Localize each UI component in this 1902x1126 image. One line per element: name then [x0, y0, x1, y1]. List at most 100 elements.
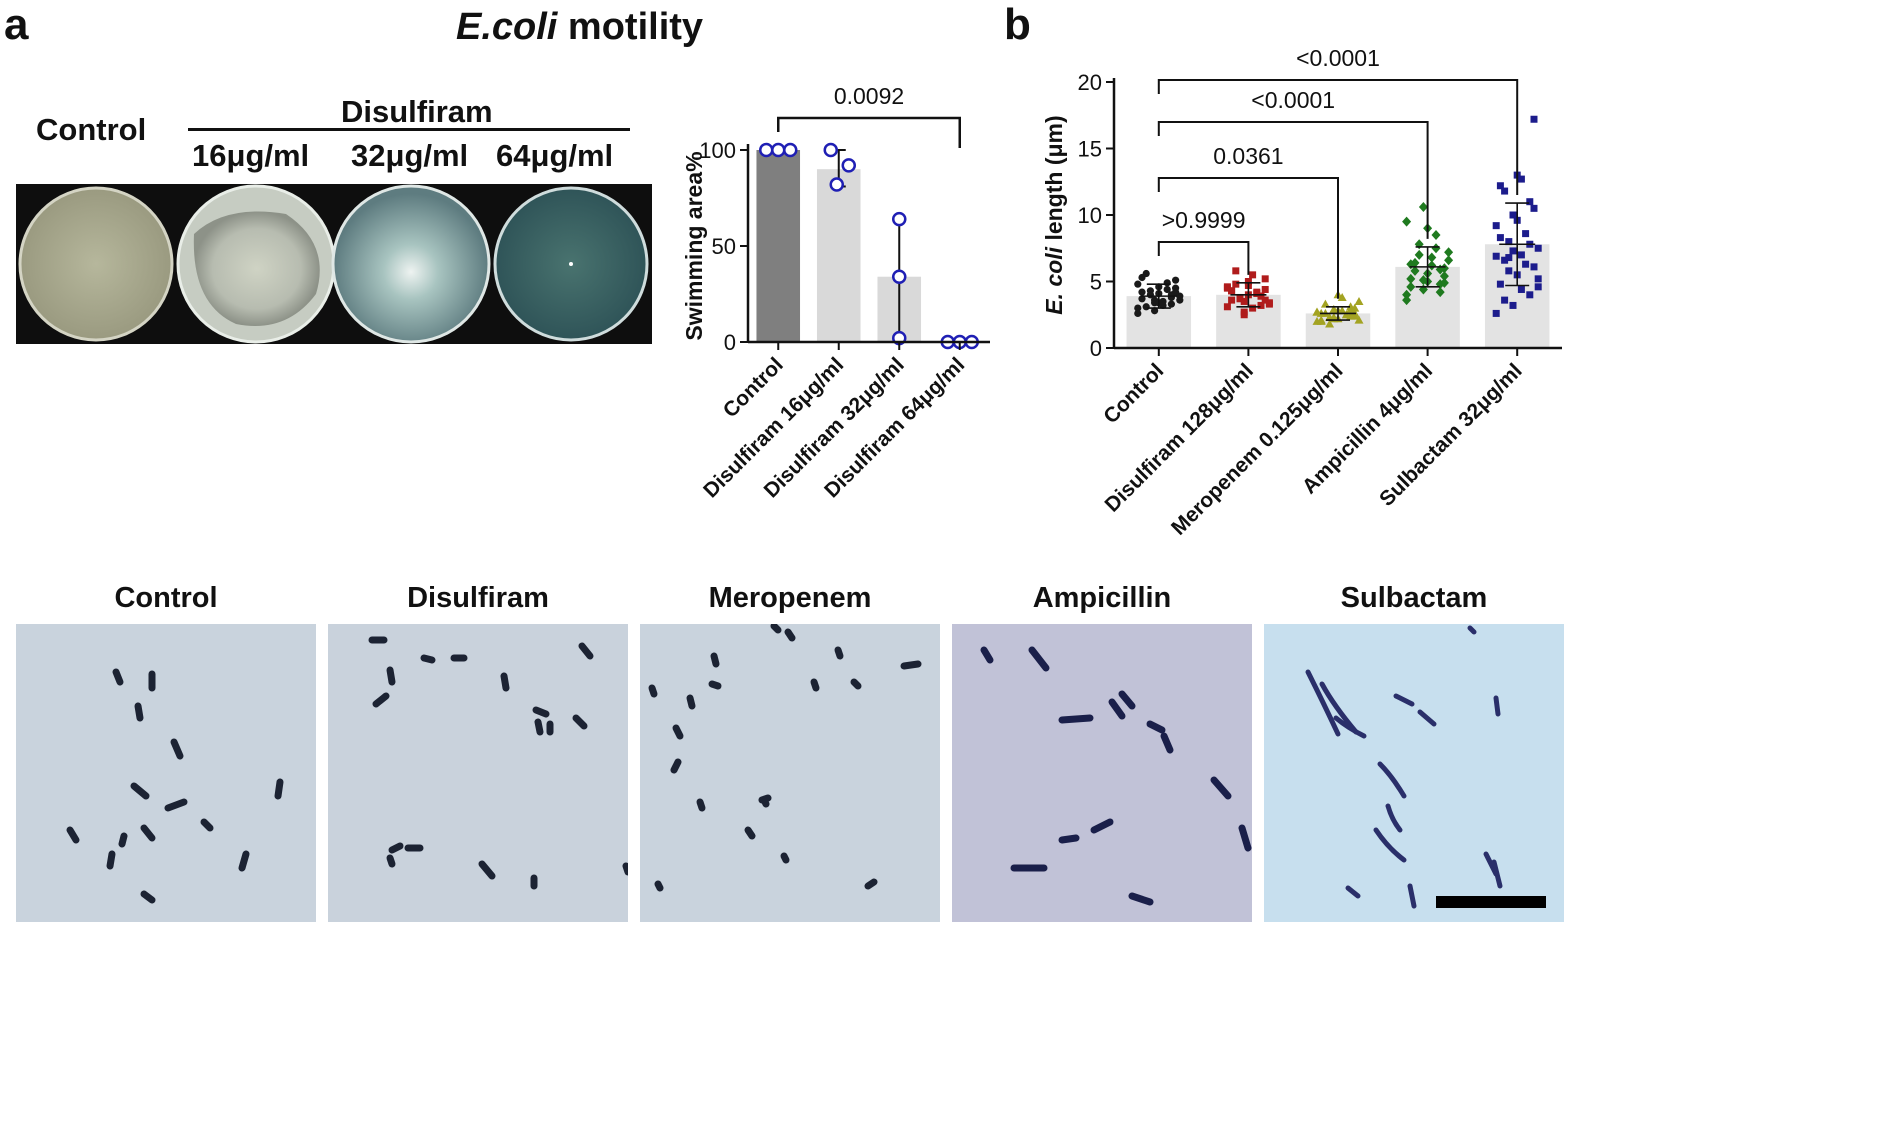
micrograph-ampicillin [952, 624, 1252, 922]
chart-b-point [1402, 289, 1412, 300]
chart-b-point [1509, 211, 1517, 219]
chart-a-point [783, 142, 798, 158]
chart-b-point [1501, 187, 1509, 195]
chart-a-point [892, 211, 907, 227]
chart-a-comparison-bracket [777, 116, 961, 148]
chart-a-point [823, 142, 838, 158]
chart-a-ytick-label: 0 [724, 330, 736, 355]
chart-b-xtick-label: Disulfiram 128μg/ml [1101, 359, 1258, 516]
chart-b-point [1406, 259, 1416, 270]
chart-b-point [1410, 265, 1420, 276]
chart-b-point [1236, 295, 1244, 303]
chart-a-ytick-label: 100 [699, 138, 736, 163]
chart-b-comparison-label: <0.0001 [1296, 45, 1380, 71]
chart-b-point [1325, 319, 1335, 328]
chart-a-point [841, 158, 856, 173]
micrograph-label-ampicillin: Ampicillin [1032, 582, 1172, 614]
micrograph-label-meropenem: Meropenem [708, 582, 872, 614]
chart-b-point [1534, 275, 1542, 283]
chart-b-point [1509, 301, 1517, 309]
chart-b-point [1142, 303, 1150, 311]
chart-a-ylabel: Swimming area% [681, 151, 707, 340]
chart-b-point [1232, 280, 1240, 288]
chart-b-point [1501, 256, 1509, 264]
chart-b-point [1427, 252, 1437, 263]
chart-b-point [1261, 296, 1269, 304]
chart-b-point [1522, 230, 1530, 238]
chart-b-point [1492, 252, 1500, 260]
chart-b-point [1244, 278, 1252, 285]
chart-b-point [1261, 275, 1269, 283]
plate-16-dish [193, 211, 320, 326]
chart-a-bar-1 [756, 150, 801, 342]
chart-b-ytick-label: 5 [1090, 270, 1102, 295]
chart-b-point [1138, 295, 1146, 303]
micrograph-disulfiram [328, 624, 628, 922]
chart-b-point [1240, 297, 1248, 305]
chart-b-point [1249, 271, 1257, 279]
chart-b-point [1240, 311, 1248, 319]
chart-b-comparison-label: 0.0361 [1213, 143, 1283, 169]
plate-control-dish [18, 186, 174, 342]
chart-b-point [1312, 307, 1322, 316]
chart-b-point [1534, 244, 1542, 252]
chart-b-point [1228, 287, 1236, 295]
chart-b-comparison-bracket [1157, 79, 1519, 196]
chart-b-point [1406, 281, 1416, 292]
chart-b-point [1402, 295, 1412, 306]
chart-b-point [1496, 234, 1504, 242]
title-rest: motility [557, 6, 704, 48]
chart-b-point [1431, 243, 1441, 254]
chart-b-point [1228, 296, 1236, 304]
chart-b-point [1354, 296, 1364, 305]
chart-b-point [1134, 309, 1142, 318]
plate-control-label: Control [36, 112, 147, 147]
chart-b-point [1337, 306, 1347, 315]
chart-b-point [1522, 260, 1530, 268]
chart-b-point [1439, 271, 1449, 282]
chart-b-point [1172, 288, 1180, 296]
chart-b-point [1341, 310, 1351, 319]
chart-b-comparison-bracket [1157, 121, 1429, 239]
micrograph-label-control: Control [114, 582, 218, 614]
chart-b-point [1167, 300, 1175, 308]
chart-b-point [1257, 301, 1265, 309]
chart-b-point [1163, 279, 1171, 287]
micrograph-label-disulfiram: Disulfiram [407, 582, 549, 614]
chart-b-point [1418, 202, 1428, 213]
chart-b-point [1435, 287, 1445, 298]
chart-a-bar-2 [816, 169, 861, 342]
chart-b-point [1223, 303, 1231, 311]
chart-b-comparison-bracket [1157, 177, 1339, 299]
chart-b-point [1232, 267, 1240, 275]
chart-b-point [1316, 315, 1326, 324]
chart-b-ylabel-organism: E. coli [1041, 246, 1067, 314]
figure-title: E.coli motility [456, 6, 703, 49]
chart-b-point [1492, 309, 1500, 317]
plate-32-dish [331, 184, 491, 344]
chart-b-point [1534, 283, 1542, 291]
chart-b-point [1265, 300, 1273, 308]
chart-b-ylabel: E. coli length (μm) [1041, 115, 1067, 314]
chart-b-point [1505, 254, 1513, 262]
chart-b-point [1138, 273, 1146, 282]
chart-b-point [1257, 292, 1265, 300]
chart-b-point [1509, 247, 1517, 255]
chart-b-ytick-label: 15 [1078, 137, 1102, 162]
plate-dose-2: 32μg/ml [351, 138, 469, 173]
chart-b-point [1406, 273, 1416, 284]
chart-b-comparison-bracket [1157, 241, 1250, 275]
chart-b-point [1444, 255, 1454, 266]
chart-b-point [1249, 304, 1257, 312]
chart-b-point [1526, 291, 1534, 299]
chart-b-point [1431, 229, 1441, 240]
chart-b-point [1329, 312, 1339, 321]
title-organism: E.coli [456, 6, 558, 48]
micrograph-meropenem [640, 624, 940, 922]
chart-b-ytick-label: 0 [1090, 336, 1102, 361]
chart-b-ytick-label: 10 [1078, 203, 1102, 228]
micrograph-control [16, 624, 316, 922]
chart-b-point [1138, 288, 1146, 296]
chart-b-point [1444, 247, 1454, 258]
